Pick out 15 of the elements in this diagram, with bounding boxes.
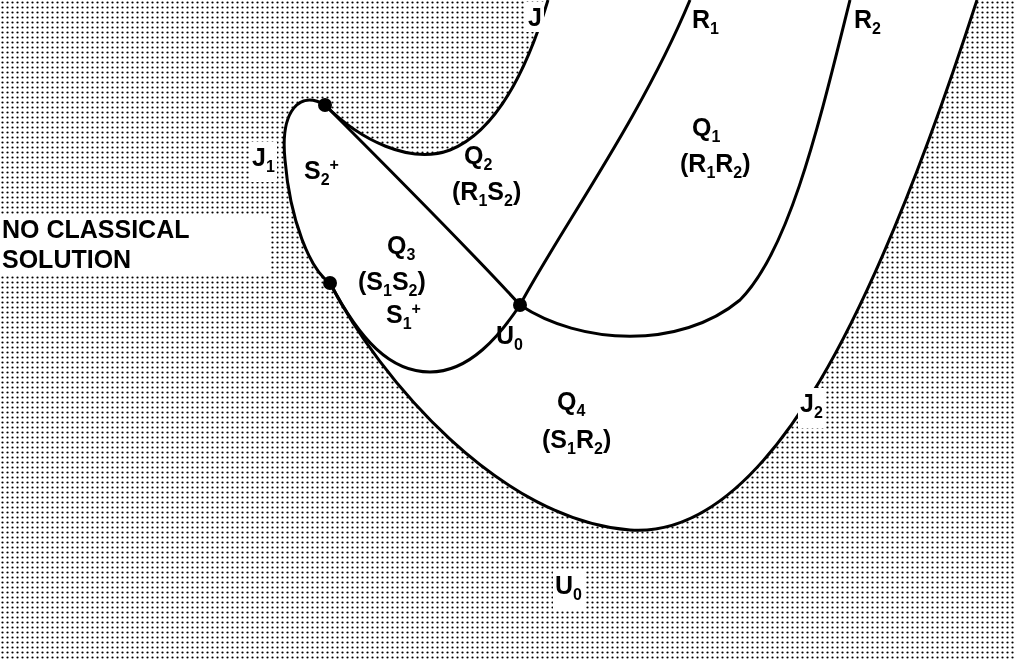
region-label: J$_{1}$ xyxy=(250,142,277,182)
region-label: (S$_{1}$S$_{2}$) xyxy=(357,266,427,301)
region-label: (S$_{1}$R$_{2}$) xyxy=(541,424,613,459)
region-label: J$_{2}$ xyxy=(798,388,825,428)
region-label: Q$_{2}$ xyxy=(463,140,494,175)
region-label: J xyxy=(526,2,544,32)
region-label: (R$_{1}$R$_{2}$) xyxy=(679,148,752,183)
region-label: R$_{2}$ xyxy=(853,4,882,39)
region-label: Q$_{1}$ xyxy=(691,112,722,147)
region-label: (R$_{1}$S$_{2}$) xyxy=(451,176,523,211)
region-label: U$_{0}$ xyxy=(553,570,584,610)
region-label: Q$_{4}$ xyxy=(556,386,587,421)
region-label: R$_{1}$ xyxy=(691,4,720,39)
region-label: NO CLASSICAL SOLUTION xyxy=(0,214,269,274)
region-label: Q$_{3}$ xyxy=(386,230,417,265)
